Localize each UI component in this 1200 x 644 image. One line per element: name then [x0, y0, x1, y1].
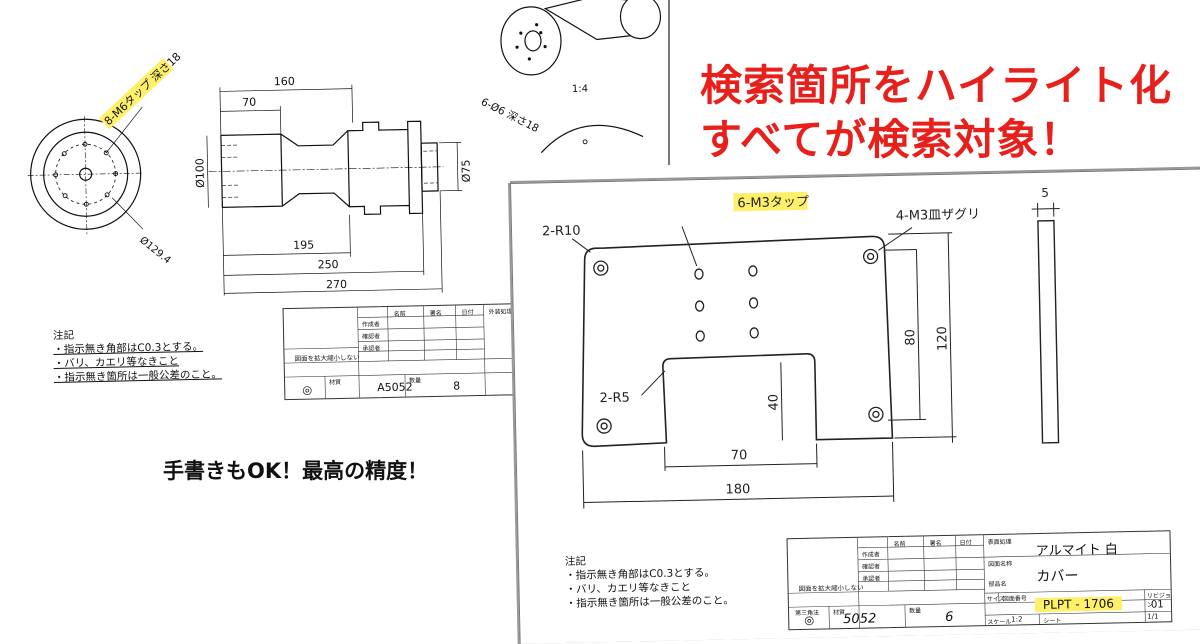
partial-circle-view: [541, 124, 644, 152]
title-block-bottom: 作成者 確認者 承認者 名前 署名 日付 表面処理 アルマイト 白 図面名称 カ…: [787, 530, 1173, 630]
scale-label: 1:4: [572, 84, 588, 95]
dim-40: 40: [766, 394, 781, 411]
partial-circle-hole: [583, 140, 587, 144]
cover-side-view: [1038, 221, 1059, 443]
dim-120: 120: [935, 326, 951, 351]
dim-dia-100: Ø100: [193, 158, 207, 188]
headline-line-1: 検索箇所をハイライト化: [700, 60, 1172, 112]
notes-top: 注記 ・指示無き角部はC0.3とする。 ・バリ、カエリ等なきこと ・指示無き箇所…: [53, 325, 222, 385]
projection-symbol-top: [303, 387, 311, 395]
isometric-view: [500, 0, 662, 76]
qty-label-top: 数量: [409, 375, 421, 384]
notes-bottom: 注記 ・指示無き角部はC0.3とする。 ・バリ、カエリ等なきこと ・指示無き箇所…: [565, 551, 734, 611]
sheet-divider-line: [668, 0, 670, 165]
qty-top: 8: [453, 379, 460, 392]
part-name: カバー: [1036, 565, 1078, 586]
scale-note-bottom: 図面を拡大縮小しない: [798, 582, 863, 593]
dim-80: 80: [903, 329, 918, 346]
col-bottom-4: 表面処理: [988, 537, 1012, 547]
projection-symbol-bottom: [805, 617, 813, 625]
flange-front-view: [26, 107, 145, 235]
label-2-r10: 2-R10: [542, 224, 581, 240]
material-top: A5052: [377, 380, 413, 394]
dim-thickness-5: 5: [1041, 186, 1049, 200]
role-top-3: 承認者: [362, 343, 380, 352]
material-bottom: 5052: [843, 611, 876, 627]
qty-bottom: 6: [945, 610, 954, 625]
dim-70: 70: [242, 96, 256, 109]
col-top-4: 外装処理: [489, 306, 513, 316]
tap-label: 8-M6タップ 深さ18: [102, 50, 184, 128]
role-bottom-2: 確認者: [862, 561, 880, 570]
cover-dimension-lines: [572, 202, 1066, 508]
revision: 01: [1151, 599, 1164, 610]
label-6-m3-tap: 6-M3タップ: [737, 195, 809, 211]
dim-70-bottom: 70: [731, 448, 748, 463]
projection-method-label: 第三角法: [795, 608, 819, 618]
surface-finish: アルマイト 白: [1036, 538, 1118, 559]
drawing-no-label: 図面番号: [1003, 593, 1027, 603]
dim-180: 180: [725, 482, 750, 498]
col-top-2: 署名: [430, 308, 442, 317]
sheet-label: シート: [1043, 616, 1061, 625]
headline-line-2: すべてが検索対象！: [700, 114, 1082, 166]
hole-label: 6-Ø6 深さ18: [479, 96, 541, 135]
scale-label-bottom: スケール: [987, 617, 1011, 627]
drawing-name-label: 図面名称: [988, 559, 1012, 569]
dim-270: 270: [326, 278, 347, 291]
sheet-number: 1/1: [1147, 613, 1158, 621]
label-4-m3-counter: 4-M3皿ザグリ: [896, 207, 981, 224]
dia-129-label: Ø129.4: [137, 234, 173, 266]
scale-note-top: 図面を拡大縮小しない: [294, 352, 359, 363]
col-top-1: 名前: [394, 309, 406, 318]
qty-label-bottom: 数量: [909, 605, 921, 614]
drawing-sheet-cover: 2-R10 6-M3タップ 4-M3皿ザグリ 5 2-R5 80 120 40 …: [510, 169, 1200, 644]
shaft-side-view: [208, 121, 445, 218]
subheadline: 手書きもOK！最高の精度！: [163, 455, 428, 485]
label-2-r5: 2-R5: [599, 391, 630, 407]
dim-dia-75: Ø75: [459, 159, 472, 182]
title-block-top: 作成者 確認者 承認者 名前 署名 日付 外装処理 図面を拡大縮小しない 材質 …: [283, 303, 523, 400]
role-top-1: 作成者: [362, 319, 380, 328]
role-bottom-1: 作成者: [862, 549, 880, 558]
part-number: PLPT - 1706: [1035, 596, 1122, 612]
col-top-3: 日付: [462, 307, 474, 316]
part-label: 部品名: [988, 579, 1006, 588]
col-bottom-3: 日付: [960, 537, 972, 546]
role-bottom-3: 承認者: [862, 573, 880, 582]
dim-250: 250: [317, 258, 338, 271]
dim-160: 160: [274, 75, 295, 88]
col-bottom-1: 名前: [894, 539, 906, 548]
drawing-sheet-shaft: 8-M6タップ 深さ18 Ø129.4: [0, 0, 528, 410]
role-top-2: 確認者: [362, 331, 380, 340]
dim-195: 195: [293, 238, 314, 251]
material-label-top: 材質: [329, 377, 341, 386]
col-bottom-2: 署名: [930, 538, 942, 547]
cover-holes: [594, 249, 884, 433]
cover-plate-outline: [578, 236, 892, 446]
scale-bottom: 1:2: [1011, 615, 1022, 623]
